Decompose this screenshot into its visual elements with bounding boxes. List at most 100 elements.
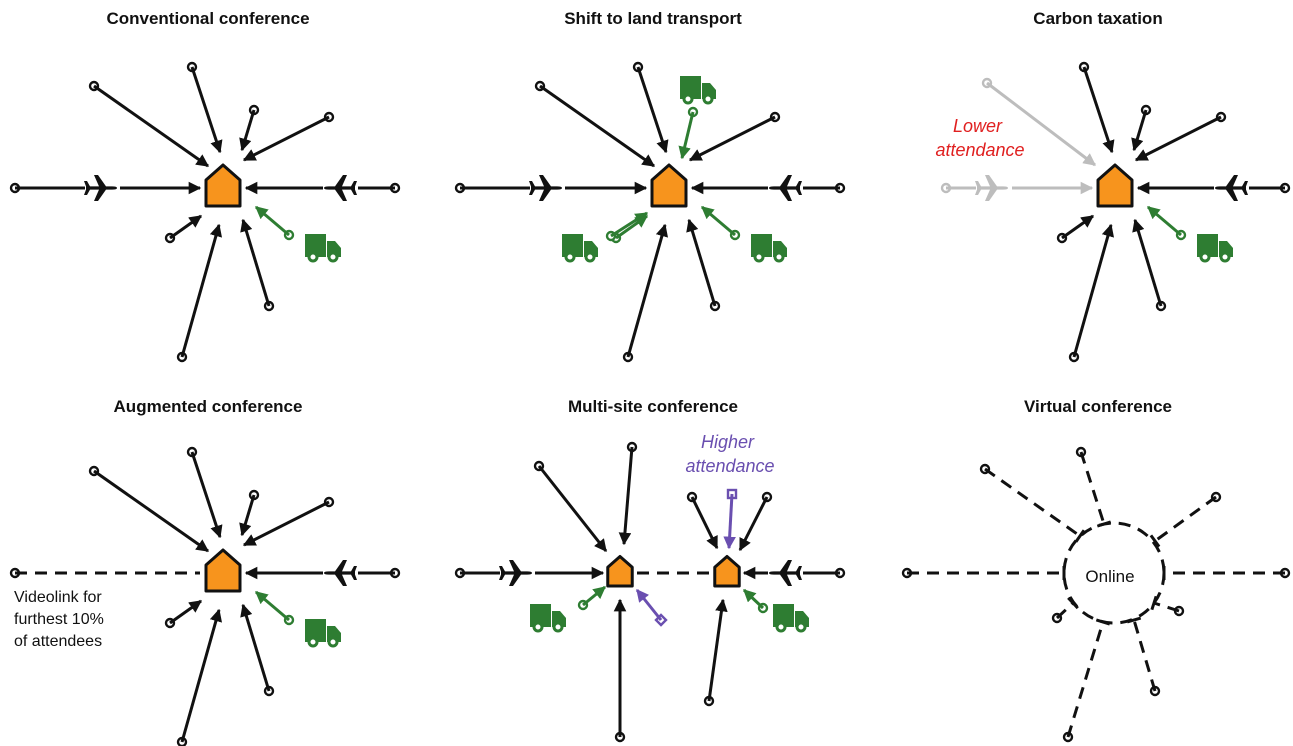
plane-icon xyxy=(769,175,802,201)
truck-wheel xyxy=(702,93,714,105)
attendee-arrow xyxy=(1134,115,1222,162)
attendee-arrow xyxy=(240,218,271,307)
videolink-line-2: furthest 10% xyxy=(14,611,104,628)
title-virtual: Virtual conference xyxy=(1024,397,1172,416)
attendee-arrow xyxy=(615,214,649,240)
link-tick xyxy=(1067,596,1079,610)
truck-wheel xyxy=(564,251,576,263)
lower-attendance-line-2: attendance xyxy=(935,140,1024,160)
truck-wheel xyxy=(307,636,319,648)
attendee-arrow xyxy=(690,496,719,550)
truck-wheel xyxy=(753,251,765,263)
title-multi-site: Multi-site conference xyxy=(568,397,738,416)
higher-attendance-note: Higher attendance xyxy=(685,432,774,476)
attendee-arrow xyxy=(723,493,736,550)
attendee-arrow xyxy=(738,496,769,552)
plane-icon xyxy=(769,560,802,586)
diagram-shapes xyxy=(9,61,1291,746)
lower-attendance-note: Lower attendance xyxy=(935,116,1024,160)
link-tick xyxy=(1074,529,1086,543)
attendee-arrow xyxy=(93,84,210,168)
truck-wheel xyxy=(584,251,596,263)
title-conventional: Conventional conference xyxy=(106,9,309,28)
attendee-arrow xyxy=(180,608,223,743)
link-tick xyxy=(1096,520,1112,528)
online-link xyxy=(1055,601,1075,620)
videolink-line-3: of attendees xyxy=(14,633,102,650)
videolink-line-1: Videolink for xyxy=(14,589,102,606)
attendee-arrow xyxy=(190,66,223,154)
attendee-arrow xyxy=(688,115,776,162)
truck-wheel xyxy=(682,93,694,105)
attendee-arrow xyxy=(255,590,290,622)
truck-wheel xyxy=(532,621,544,633)
online-link xyxy=(1153,601,1180,613)
attendee-arrow xyxy=(686,218,717,307)
higher-attendance-line-2: attendance xyxy=(685,456,774,476)
link-tick xyxy=(1149,534,1161,548)
truck-icon xyxy=(562,234,598,257)
truck-icon xyxy=(305,619,341,642)
attendee-arrow xyxy=(93,469,210,553)
link-tick xyxy=(1150,595,1158,611)
truck-icon xyxy=(1197,234,1233,257)
attendee-arrow xyxy=(239,494,256,537)
plane-icon xyxy=(324,560,357,586)
plane-icon xyxy=(324,175,357,201)
attendee-arrow xyxy=(582,585,606,607)
house-icon xyxy=(204,548,242,593)
attendee-arrow xyxy=(1072,223,1115,358)
attendee-arrow xyxy=(742,588,765,610)
truck-wheel xyxy=(327,636,339,648)
attendee-arrow xyxy=(242,115,330,162)
attendee-arrow xyxy=(255,205,290,237)
attendee-arrow xyxy=(1082,66,1115,154)
plane-icon xyxy=(975,175,1008,201)
truck-wheel xyxy=(327,251,339,263)
title-carbon-taxation: Carbon taxation xyxy=(1033,9,1162,28)
online-link xyxy=(1066,621,1105,738)
attendee-arrow xyxy=(537,465,608,552)
attendee-arrow xyxy=(242,500,330,547)
truck-wheel xyxy=(1219,251,1231,263)
online-link xyxy=(1154,495,1217,543)
attendee-arrow xyxy=(239,109,256,152)
plane-icon xyxy=(84,175,117,201)
attendee-arrow xyxy=(678,111,695,160)
house-icon xyxy=(713,554,741,588)
higher-attendance-line-1: Higher xyxy=(701,432,755,452)
attendee-arrow xyxy=(635,589,663,621)
plane-icon xyxy=(529,175,562,201)
plane-icon xyxy=(499,560,532,586)
link-tick xyxy=(1126,616,1142,624)
attendee-arrow xyxy=(701,205,736,237)
link-tick xyxy=(1095,618,1111,626)
attendee-arrow xyxy=(707,598,728,702)
attendee-arrow xyxy=(190,451,223,539)
attendee-arrow xyxy=(610,211,649,238)
attendee-arrow xyxy=(169,214,203,240)
truck-icon xyxy=(305,234,341,257)
attendee-arrow xyxy=(169,599,203,625)
truck-wheel xyxy=(795,621,807,633)
house-icon xyxy=(650,163,688,208)
attendee-arrow xyxy=(1131,109,1148,152)
plane-icon xyxy=(1215,175,1248,201)
attendee-arrow xyxy=(636,66,669,154)
online-link xyxy=(1079,451,1106,525)
lower-attendance-line-1: Lower xyxy=(953,116,1003,136)
house-icon xyxy=(1096,163,1134,208)
truck-wheel xyxy=(307,251,319,263)
title-augmented: Augmented conference xyxy=(114,397,303,416)
attendee-arrow xyxy=(240,603,271,692)
truck-icon xyxy=(751,234,787,257)
attendee-arrow xyxy=(986,81,1097,167)
house-icon xyxy=(204,163,242,208)
truck-icon xyxy=(680,76,716,99)
house-icon xyxy=(606,554,634,588)
truck-icon xyxy=(530,604,566,627)
attendee-arrow xyxy=(539,84,656,168)
videolink-note: Videolink for furthest 10% of attendees xyxy=(14,589,108,650)
attendee-arrow xyxy=(618,446,634,546)
